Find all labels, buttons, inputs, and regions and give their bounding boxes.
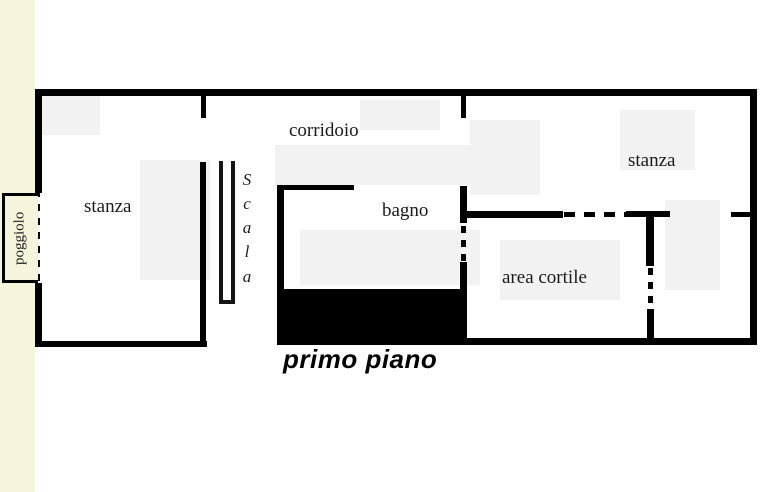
cortile-wall-right-opening xyxy=(648,268,653,310)
paper-smudge xyxy=(275,145,490,185)
stair-stringer-inner xyxy=(231,161,235,302)
paper-smudge xyxy=(360,100,440,130)
poggiolo-label: poggiolo xyxy=(11,211,28,265)
exterior-wall-top xyxy=(35,89,757,96)
scala-letter: a xyxy=(242,218,252,238)
bagno-wall-left xyxy=(277,185,284,295)
paper-smudge xyxy=(470,120,540,195)
cortile-wall-top-opening xyxy=(564,212,626,217)
stair-landing-return xyxy=(219,300,235,304)
partition-stub-corridoio-stanza xyxy=(461,96,466,118)
paper-smudge xyxy=(665,200,720,290)
stanza-left-wall-bottom xyxy=(35,341,207,347)
room-label-corridoio: corridoio xyxy=(289,120,359,141)
plan-title: primo piano xyxy=(283,344,438,374)
bagno-wall-top-stub xyxy=(277,185,354,190)
cortile-wall-right-upper xyxy=(646,211,654,266)
cortile-wall-right-lower xyxy=(647,309,654,342)
scala-letter: l xyxy=(244,242,250,262)
stairwell-label: S c a l a xyxy=(238,168,256,289)
scala-letter: S xyxy=(242,170,252,189)
scala-letter: a xyxy=(242,266,252,286)
bagno-door-opening xyxy=(461,226,466,262)
poggiolo-outline xyxy=(2,193,38,283)
room-label-stanza-right: stanza xyxy=(628,150,676,171)
exterior-wall-left-upper xyxy=(35,89,42,193)
scala-letter: c xyxy=(243,194,251,214)
exterior-wall-left-lower xyxy=(35,283,42,345)
bagno-wall-right-upper xyxy=(460,186,467,223)
filled-service-block xyxy=(277,289,467,345)
exterior-wall-right xyxy=(750,89,757,345)
room-label-bagno: bagno xyxy=(382,200,429,221)
paper-smudge xyxy=(300,230,480,285)
room-label-stanza-left: stanza xyxy=(84,196,132,217)
room-label-area-cortile: area cortile xyxy=(502,267,587,288)
exterior-wall-bottom-right xyxy=(463,338,757,345)
stair-stringer-outer xyxy=(219,161,223,304)
cortile-wall-top-solid-left xyxy=(463,211,563,218)
window-tick-mark-right xyxy=(731,212,750,217)
stanza-left-wall-right xyxy=(200,162,206,347)
paper-smudge xyxy=(40,95,100,135)
partition-stub-stanza-stairwell xyxy=(201,96,206,118)
